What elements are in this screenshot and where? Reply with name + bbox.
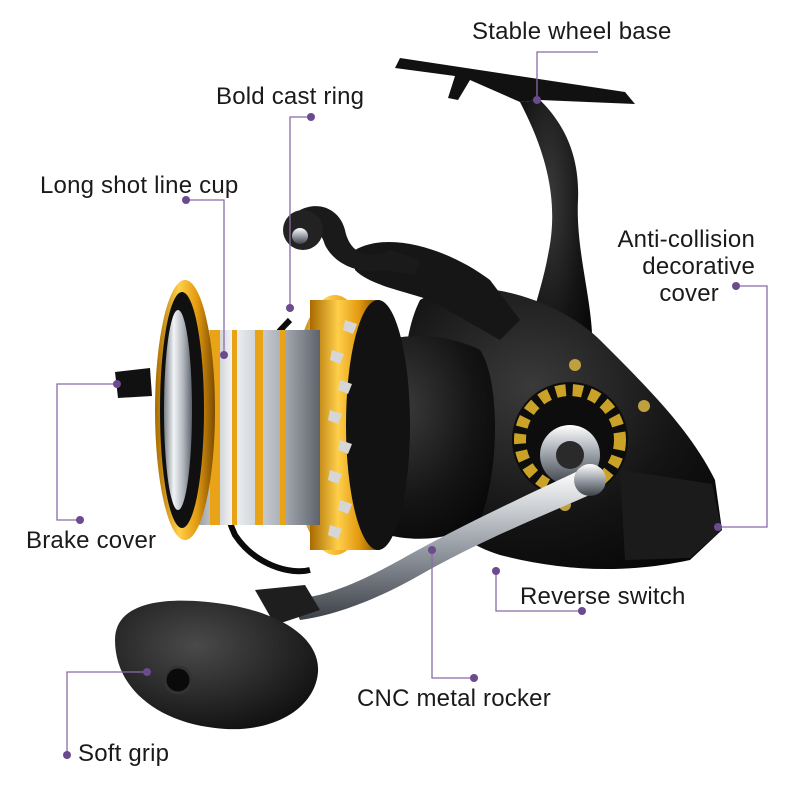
label-bold-cast-ring: Bold cast ring bbox=[216, 83, 365, 110]
callout-line-stable-wheel-base bbox=[536, 51, 598, 100]
callout-line-brake-cover bbox=[56, 383, 117, 521]
callout-line-anti-collision-cover bbox=[718, 285, 768, 528]
callout-dot bbox=[63, 751, 71, 759]
callout-line-bold-cast-ring bbox=[289, 116, 311, 308]
label-anti-collision-line3: cover bbox=[659, 280, 719, 307]
label-stable-wheel-base: Stable wheel base bbox=[472, 18, 672, 45]
handle-arm bbox=[255, 464, 606, 625]
handle-knob bbox=[115, 600, 319, 730]
callout-dot bbox=[220, 351, 228, 359]
callout-line-cnc-metal-rocker bbox=[431, 550, 474, 679]
callout-line-soft-grip bbox=[66, 671, 147, 755]
callout-dot bbox=[714, 523, 722, 531]
body-screw bbox=[569, 359, 581, 371]
label-long-shot-line-cup: Long shot line cup bbox=[40, 172, 239, 199]
callout-line-long-shot-line-cup bbox=[186, 199, 225, 355]
label-brake-cover: Brake cover bbox=[26, 527, 157, 554]
callout-dot bbox=[143, 668, 151, 676]
callout-dot bbox=[113, 380, 121, 388]
spool bbox=[115, 280, 410, 555]
label-anti-collision-line1: Anti-collision bbox=[617, 226, 755, 253]
body-screw bbox=[638, 400, 650, 412]
callout-dots bbox=[63, 96, 740, 759]
callout-dot bbox=[492, 567, 500, 575]
callout-dot bbox=[307, 113, 315, 121]
label-anti-collision-cover: Anti-collision decorative cover bbox=[600, 226, 755, 307]
callout-line-reverse-switch bbox=[495, 571, 582, 612]
callout-dot bbox=[578, 607, 586, 615]
label-anti-collision-line2: decorative bbox=[642, 253, 755, 280]
callout-dot bbox=[428, 546, 436, 554]
label-reverse-switch: Reverse switch bbox=[520, 583, 686, 610]
callout-dot bbox=[286, 304, 294, 312]
callout-dot bbox=[470, 674, 478, 682]
callout-lines bbox=[56, 51, 768, 755]
label-cnc-metal-rocker: CNC metal rocker bbox=[357, 685, 551, 712]
line-roller bbox=[292, 228, 308, 244]
callout-dot bbox=[182, 196, 190, 204]
callout-dot bbox=[732, 282, 740, 290]
brake-knob bbox=[115, 368, 152, 398]
callout-dot bbox=[76, 516, 84, 524]
callout-dot bbox=[533, 96, 541, 104]
label-soft-grip: Soft grip bbox=[78, 740, 170, 767]
